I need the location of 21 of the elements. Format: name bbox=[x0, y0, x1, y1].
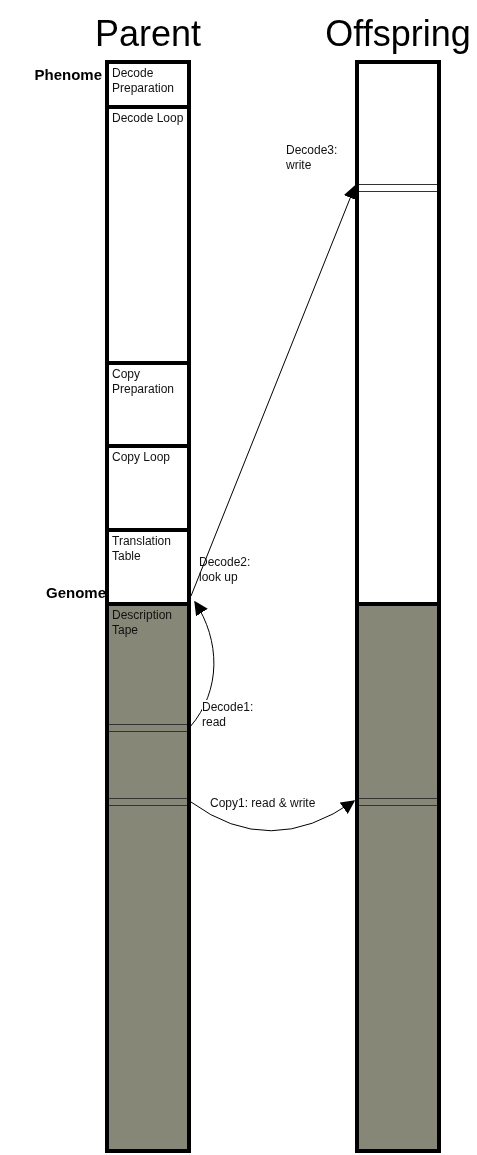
section-label: Decode Preparation bbox=[112, 66, 176, 96]
edge-label: Copy1: read & write bbox=[210, 796, 316, 811]
section-label: Translation Table bbox=[112, 534, 172, 564]
memory-cell-bar bbox=[359, 184, 437, 192]
memory-column bbox=[105, 60, 191, 1153]
section-label: Copy Preparation bbox=[112, 367, 176, 397]
memory-cell-bar bbox=[359, 798, 437, 806]
memory-section bbox=[109, 606, 187, 1149]
step-label: Decode2: look up bbox=[199, 555, 252, 585]
section-label: Copy Loop bbox=[112, 450, 172, 465]
region-label: Genome bbox=[45, 584, 106, 601]
section-label: Decode Loop bbox=[112, 111, 185, 126]
column-title: Offspring bbox=[324, 16, 472, 52]
arrow bbox=[190, 800, 356, 832]
column-title: Parent bbox=[93, 16, 203, 52]
memory-cell-bar bbox=[109, 798, 187, 806]
memory-column bbox=[355, 60, 441, 1153]
memory-cell-bar bbox=[109, 724, 187, 732]
memory-region bbox=[359, 606, 437, 1149]
region-label: Phenome bbox=[33, 66, 102, 83]
section-label: Description Tape bbox=[112, 608, 174, 638]
